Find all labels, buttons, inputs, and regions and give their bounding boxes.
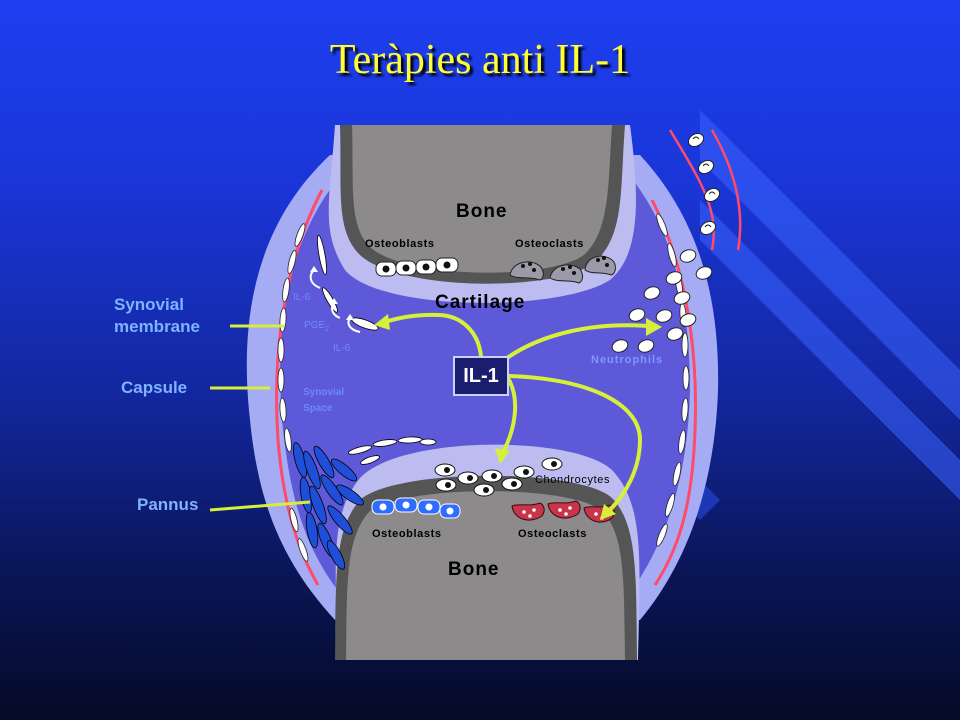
blood-vessel-neutrophils [687, 132, 721, 236]
il6-label-a: IL-6 [293, 292, 311, 303]
osteoclasts-bottom-label: Osteoclasts [518, 528, 587, 540]
cartilage-label: Cartilage [435, 292, 526, 313]
pge2-text: PGE [304, 320, 326, 331]
synovial-membrane-left [275, 189, 324, 586]
synovial-membrane-label-1: Synovial [114, 295, 184, 314]
lining-cells-left [277, 223, 309, 562]
pge2-label: PGE2 [304, 320, 329, 333]
pannus-cells [292, 442, 364, 570]
il1-effect-arrows [383, 312, 650, 514]
osteoclasts-bottom-cells [511, 500, 615, 523]
neutrophils-label: Neutrophils [591, 354, 664, 366]
osteoclasts-top-label: Osteoclasts [515, 238, 584, 250]
slide-title: Teràpies anti IL-1 [329, 37, 631, 83]
pannus-label: Pannus [137, 495, 199, 514]
il6-label-b: IL-6 [333, 343, 351, 354]
bone-top-label: Bone [456, 201, 508, 222]
synovial-membrane-label-2: membrane [114, 317, 200, 336]
pge2-subscript: 2 [325, 326, 330, 333]
chondrocytes-label: Chondrocytes [535, 474, 611, 486]
synovial-space-label-1: Synovial [303, 387, 345, 398]
capsule-label: Capsule [121, 378, 188, 397]
il1-box: IL-1 [453, 356, 509, 396]
cytokine-arrowheads [310, 266, 354, 320]
chondrocytes-cells [434, 457, 563, 497]
top-bone [352, 125, 612, 273]
bone-bottom-label: Bone [448, 559, 500, 580]
neutrophil-cells [611, 249, 713, 353]
il1-arrowheads [374, 314, 662, 520]
osteoblasts-bottom-cells [371, 497, 461, 519]
synovial-cell [317, 234, 379, 331]
osteoblasts-bottom-label: Osteoblasts [372, 528, 442, 540]
synovial-space-label-2: Space [303, 403, 333, 414]
pannus-front-cells [347, 436, 437, 465]
osteoblasts-top-label: Osteoblasts [365, 238, 435, 250]
bottom-bone [346, 491, 625, 660]
osteoclasts-top-cells [509, 255, 616, 284]
osteoblasts-top-cells [375, 257, 459, 277]
side-pointer-lines [209, 324, 311, 512]
